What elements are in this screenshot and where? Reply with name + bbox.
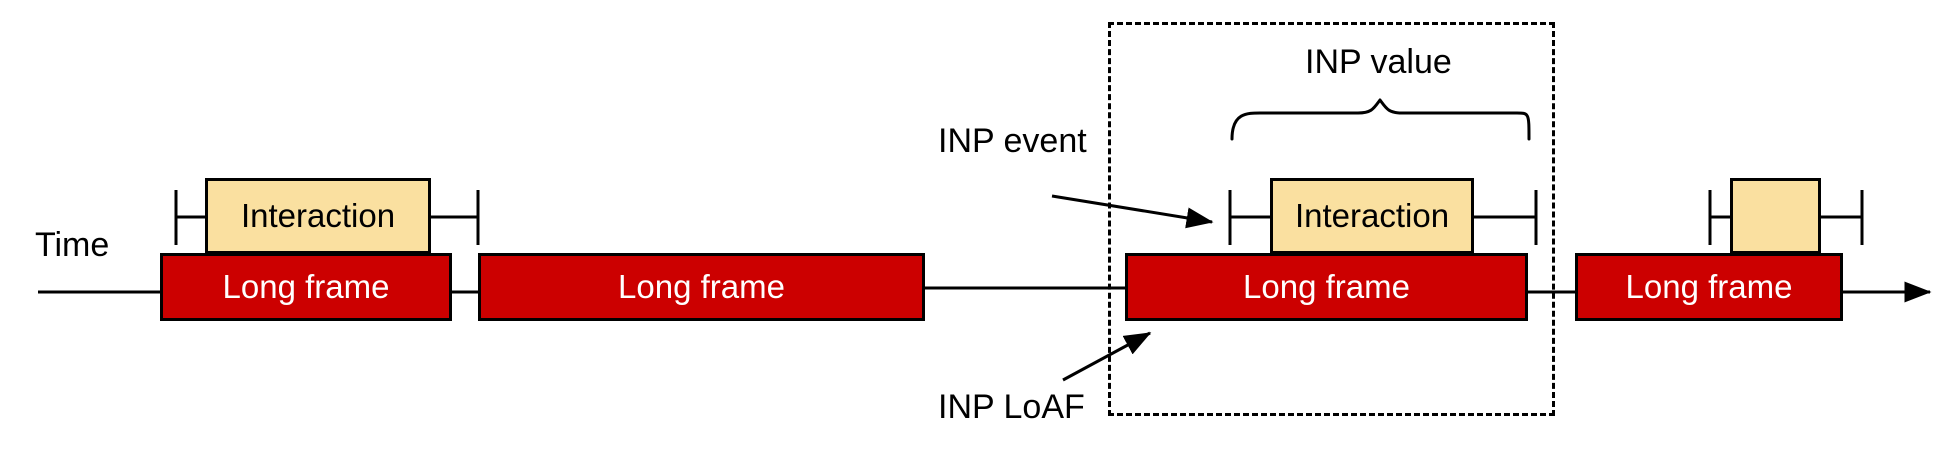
long-frame-box-3[interactable]: Long frame [1125, 253, 1528, 321]
long-frame-box-1[interactable]: Long frame [160, 253, 452, 321]
inp-value-label: INP value [1305, 43, 1452, 81]
interaction-box-3[interactable] [1730, 178, 1821, 254]
inp-loaf-label: INP LoAF [938, 388, 1085, 426]
long-frame-box-2[interactable]: Long frame [478, 253, 925, 321]
inp-event-label: INP event [938, 122, 1087, 160]
inp-region-dashed-outline [1108, 22, 1555, 416]
inp-loaf-leader-arrow [1062, 331, 1152, 382]
inp-value-brace [1230, 98, 1531, 141]
long-frame-box-4[interactable]: Long frame [1575, 253, 1843, 321]
interaction-1-extent-ticks [174, 190, 480, 245]
inp-event-leader-arrow [1051, 194, 1214, 229]
interaction-box-1[interactable]: Interaction [205, 178, 431, 254]
time-axis-line [38, 286, 1575, 294]
interaction-3-extent-ticks [1708, 190, 1864, 245]
interaction-box-2[interactable]: Interaction [1270, 178, 1474, 254]
time-axis-label: Time [35, 226, 110, 264]
interaction-2-extent-ticks [1228, 190, 1538, 245]
